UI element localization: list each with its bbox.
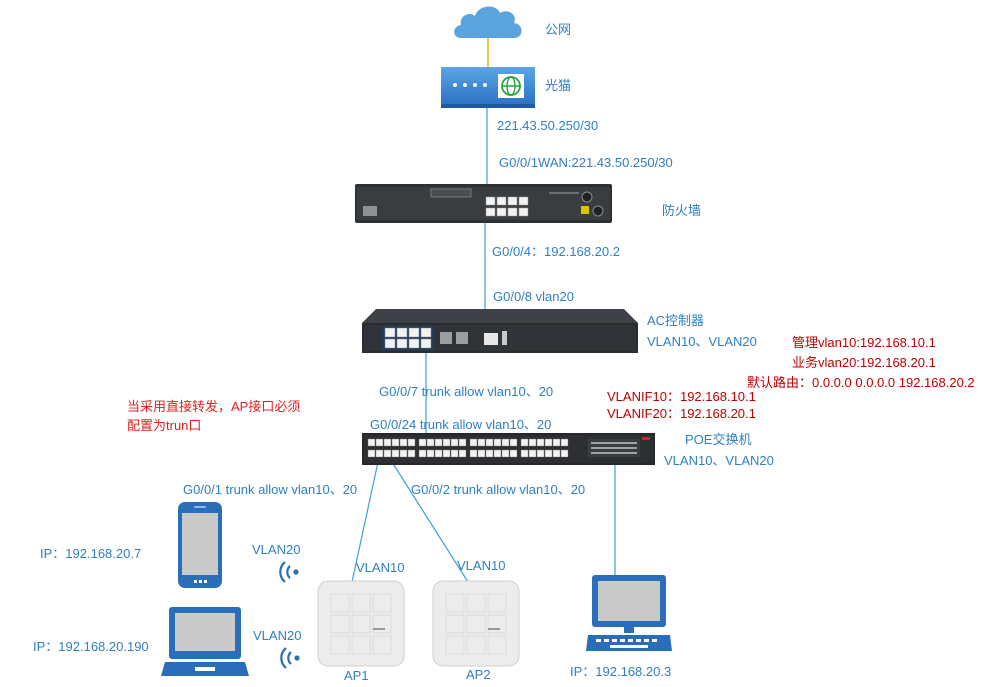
ap2-vlan-label: VLAN10 [457,558,506,573]
ac-controller-device [362,309,638,353]
firewall-label: 防火墙 [662,203,702,218]
ap1-vlan-label: VLAN10 [356,560,405,575]
wifi-vlan-label-2: VLAN20 [253,628,302,643]
firewall-wan-label: G0/0/1WAN:221.43.50.250/30 [499,155,673,170]
ac-g7-label: G0/0/7 trunk allow vlan10、20 [379,384,554,399]
wifi-vlan-label-1: VLAN20 [252,542,301,557]
access-point-ap1 [317,580,405,667]
laptop-icon [161,607,249,676]
phone-icon [178,502,222,588]
wifi-signal-icon [280,647,300,669]
wifi-signal-icon [279,561,299,583]
access-point-ap2 [432,580,520,667]
poe-vlans-label: VLAN10、VLAN20 [664,453,774,468]
internet-label: 公网 [545,22,572,37]
modem-label: 光猫 [545,78,572,93]
modem-icon [441,67,535,108]
poe-g24-label: G0/0/24 trunk allow vlan10、20 [370,417,552,432]
phone-ip-label: IP：192.168.20.7 [40,546,142,561]
ap2-port-label: G0/0/2 trunk allow vlan10、20 [411,482,586,497]
vlanif20-label: VLANIF20：192.168.20.1 [607,406,756,421]
pc-ip-label: IP：192.168.20.3 [570,664,672,679]
ac-g8-label: G0/0/8 vlan20 [493,289,574,304]
biz-vlan-label: 业务vlan20:192.168.20.1 [792,355,936,370]
ap2-label: AP2 [466,667,491,682]
ac-vlans-label: VLAN10、VLAN20 [647,334,757,349]
laptop-ip-label: IP：192.168.20.190 [33,639,149,654]
ap1-label: AP1 [344,668,369,683]
mgmt-vlan-label: 管理vlan10:192.168.10.1 [792,335,936,350]
default-route-label: 默认路由：0.0.0.0 0.0.0.0 192.168.20.2 [747,375,975,390]
modem-ip-label: 221.43.50.250/30 [497,118,599,133]
vlanif10-label: VLANIF10：192.168.10.1 [607,389,756,404]
cloud-icon [454,6,522,38]
poe-switch-device [362,433,655,465]
ap1-port-label: G0/0/1 trunk allow vlan10、20 [183,482,358,497]
firewall-device [355,184,612,223]
poe-ap1-link [351,461,379,583]
ac-title-label: AC控制器 [647,313,705,328]
firewall-g4-label: G0/0/4：192.168.20.2 [492,244,620,259]
direct-forwarding-note: 当采用直接转发，AP接口必须 配置为trun口 [127,399,301,433]
desktop-computer-icon [586,575,672,651]
poe-title-label: POE交换机 [685,432,752,447]
poe-ap2-link [391,461,469,583]
